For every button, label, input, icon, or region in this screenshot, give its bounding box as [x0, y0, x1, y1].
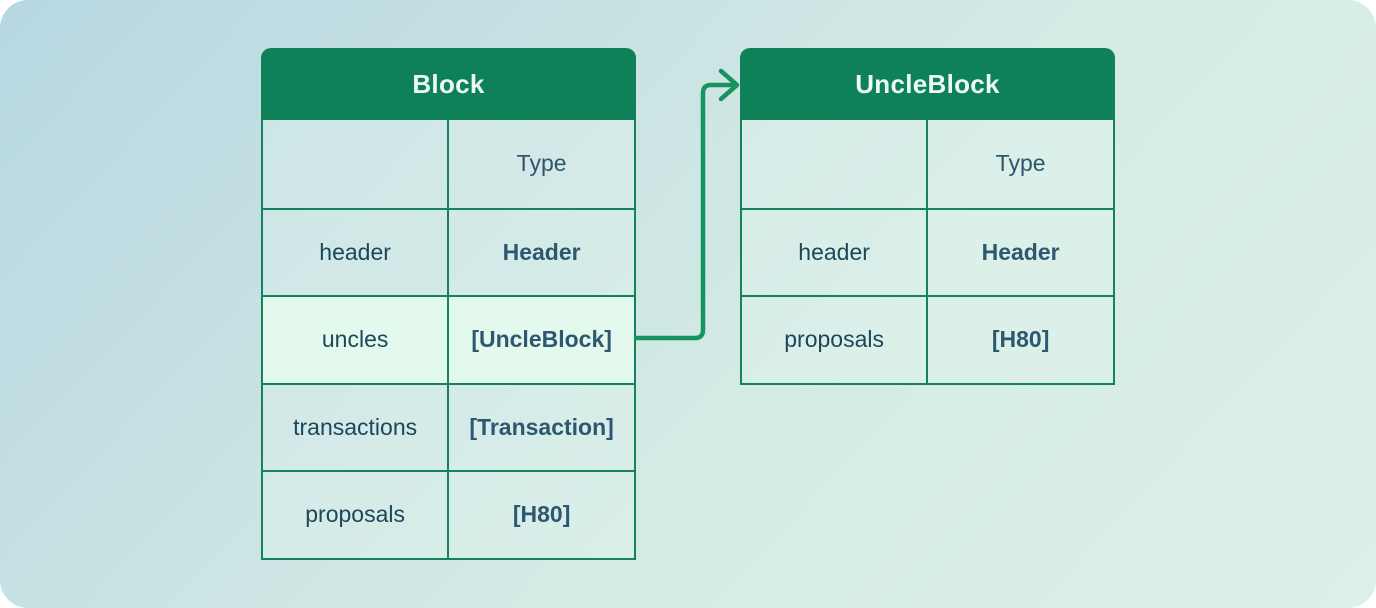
- table-row: proposals [H80]: [263, 470, 634, 558]
- field-type: Header: [502, 238, 581, 265]
- block-table: Block Type header Header uncles [UncleBl…: [261, 48, 636, 560]
- field-name: transactions: [263, 384, 450, 470]
- table-row: Type: [263, 120, 634, 208]
- block-table-body: Type header Header uncles [UncleBlock] t…: [261, 120, 636, 560]
- block-table-title: Block: [261, 48, 636, 120]
- field-type: [UncleBlock]: [471, 326, 612, 353]
- table-row-highlighted: uncles [UncleBlock]: [263, 295, 634, 383]
- empty-cell: [263, 120, 450, 208]
- table-row: transactions [Transaction]: [263, 382, 634, 470]
- table-row: header Header: [263, 207, 634, 295]
- empty-cell: [742, 120, 929, 208]
- type-column-header: Type: [516, 150, 567, 177]
- field-type: Header: [981, 238, 1060, 265]
- field-name: header: [742, 209, 929, 295]
- field-name: proposals: [742, 297, 929, 383]
- field-type: [H80]: [991, 326, 1050, 353]
- field-name: uncles: [263, 297, 450, 383]
- table-row: Type: [742, 120, 1113, 208]
- field-name: header: [263, 209, 450, 295]
- uncleblock-table-title: UncleBlock: [740, 48, 1115, 120]
- uncleblock-table: UncleBlock Type header Header proposals …: [740, 48, 1115, 385]
- type-column-header: Type: [995, 150, 1046, 177]
- table-row: proposals [H80]: [742, 295, 1113, 383]
- field-type: [H80]: [512, 501, 571, 528]
- field-name: proposals: [263, 472, 450, 558]
- uncleblock-table-body: Type header Header proposals [H80]: [740, 120, 1115, 385]
- field-type: [Transaction]: [469, 413, 614, 440]
- table-row: header Header: [742, 207, 1113, 295]
